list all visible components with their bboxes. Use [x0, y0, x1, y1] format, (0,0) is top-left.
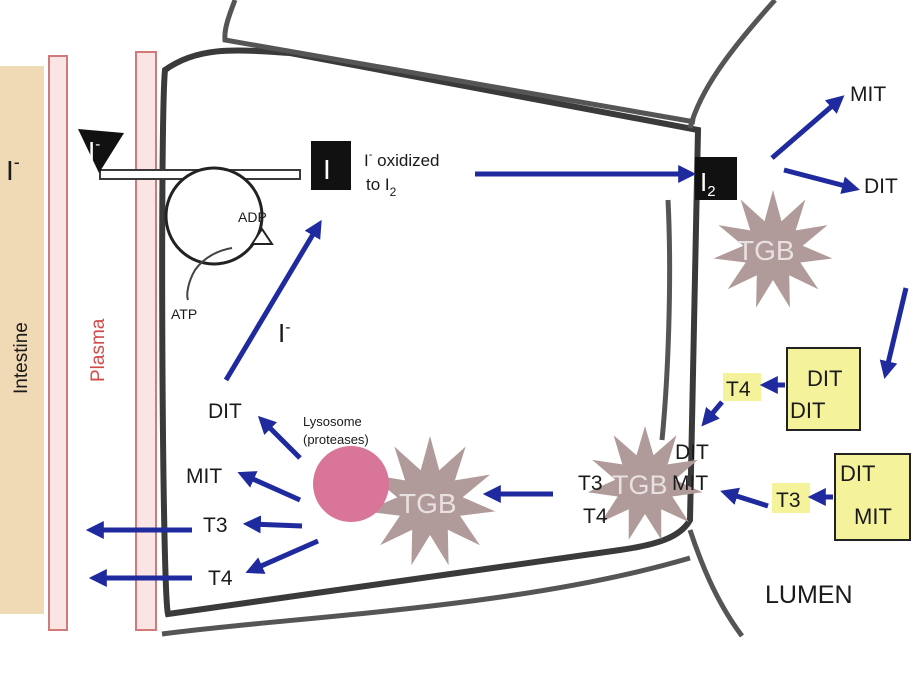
membrane-inner-right	[659, 199, 673, 441]
membrane-upper	[222, 0, 696, 125]
arrow-to-t3-cell	[242, 515, 303, 534]
cell-membrane	[159, 47, 702, 618]
dit-dit-box-line1: DIT	[807, 366, 842, 391]
arrow-to-mit-top	[770, 95, 845, 160]
mit-cell-label: MIT	[186, 465, 222, 488]
iodine-box	[311, 141, 351, 190]
atp-label: ATP	[171, 306, 197, 322]
mit-top-label: MIT	[850, 83, 886, 106]
oxidized-label-line1: I- oxidized	[364, 149, 440, 170]
t4-yellow-label: T4	[726, 378, 751, 401]
arrow-t3-to-tgb	[720, 487, 769, 509]
arrow-down-right	[879, 287, 909, 380]
dit-top-label: DIT	[864, 175, 898, 198]
plasma-band-left	[48, 55, 68, 631]
lysosome	[313, 446, 389, 522]
transporter-iodide-marker	[78, 129, 124, 173]
arrow-to-mit-cell	[237, 471, 302, 503]
t4-cell-label: T4	[208, 567, 233, 590]
dit-mid-label: DIT	[675, 441, 709, 464]
membrane-lower-right	[687, 529, 745, 638]
iodine-box-label: I	[323, 154, 331, 185]
adp-label: ADP	[238, 209, 267, 225]
tgb-middle-label: TGB	[612, 470, 668, 500]
membrane-lower	[161, 555, 691, 637]
dit-dit-box	[786, 347, 861, 431]
i2-box	[695, 157, 737, 200]
i2-box-label: I2	[700, 167, 716, 200]
intestine-band	[0, 66, 44, 614]
iodide-cell-label: I-	[278, 318, 291, 348]
t4-mid-label: T4	[583, 505, 608, 528]
arrow-to-t4-cell	[245, 538, 320, 574]
mit-mid-label: MIT	[672, 472, 708, 495]
oxidized-label-line2: to I2	[366, 175, 397, 199]
dit-cell-label: DIT	[208, 400, 242, 423]
tgb-left-star	[364, 436, 496, 566]
plasma-band-right	[135, 51, 157, 631]
arrow-iodide-recycle	[223, 219, 322, 382]
lysosome-label-line2: (proteases)	[303, 432, 369, 447]
arrow-to-dit-cell	[257, 415, 302, 460]
t3-cell-label: T3	[203, 514, 228, 537]
adp-triangle	[250, 227, 274, 245]
intestine-label: Intestine	[11, 322, 32, 394]
plasma-label: Plasma	[88, 318, 109, 382]
tgb-top-label: TGB	[737, 235, 795, 266]
dit-mit-box	[834, 453, 911, 541]
t4-yellow-tag	[723, 373, 761, 401]
dit-mit-box-line2: MIT	[854, 504, 892, 529]
iodide-outside-label: I-	[6, 152, 20, 186]
tgb-left-label: TGB	[399, 488, 457, 519]
tgb-middle-star	[587, 426, 703, 540]
lysosome-label-line1: Lysosome	[303, 414, 362, 429]
tgb-top-star	[713, 190, 833, 308]
atp-link	[186, 247, 233, 301]
t3-yellow-label: T3	[776, 489, 801, 512]
arrows-group	[85, 95, 909, 587]
dit-mit-box-line1: DIT	[840, 461, 875, 486]
dit-dit-box-line2: DIT	[790, 398, 825, 423]
t3-yellow-tag	[772, 483, 810, 513]
arrow-t4-to-tgb	[701, 400, 724, 427]
transporter-ion-label: I-	[88, 136, 100, 166]
membrane-upper-right	[687, 0, 777, 129]
atpase-pump	[164, 166, 264, 266]
lumen-label: LUMEN	[765, 581, 853, 609]
arrow-to-dit-top	[783, 167, 860, 194]
t3-mid-label: T3	[578, 472, 603, 495]
